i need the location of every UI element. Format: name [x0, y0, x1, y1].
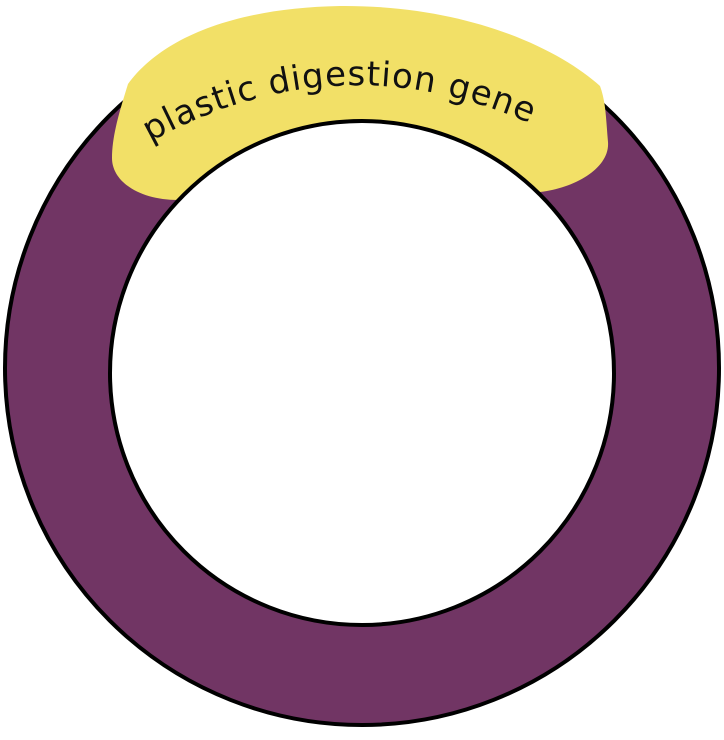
plasmid-center: [108, 119, 616, 627]
